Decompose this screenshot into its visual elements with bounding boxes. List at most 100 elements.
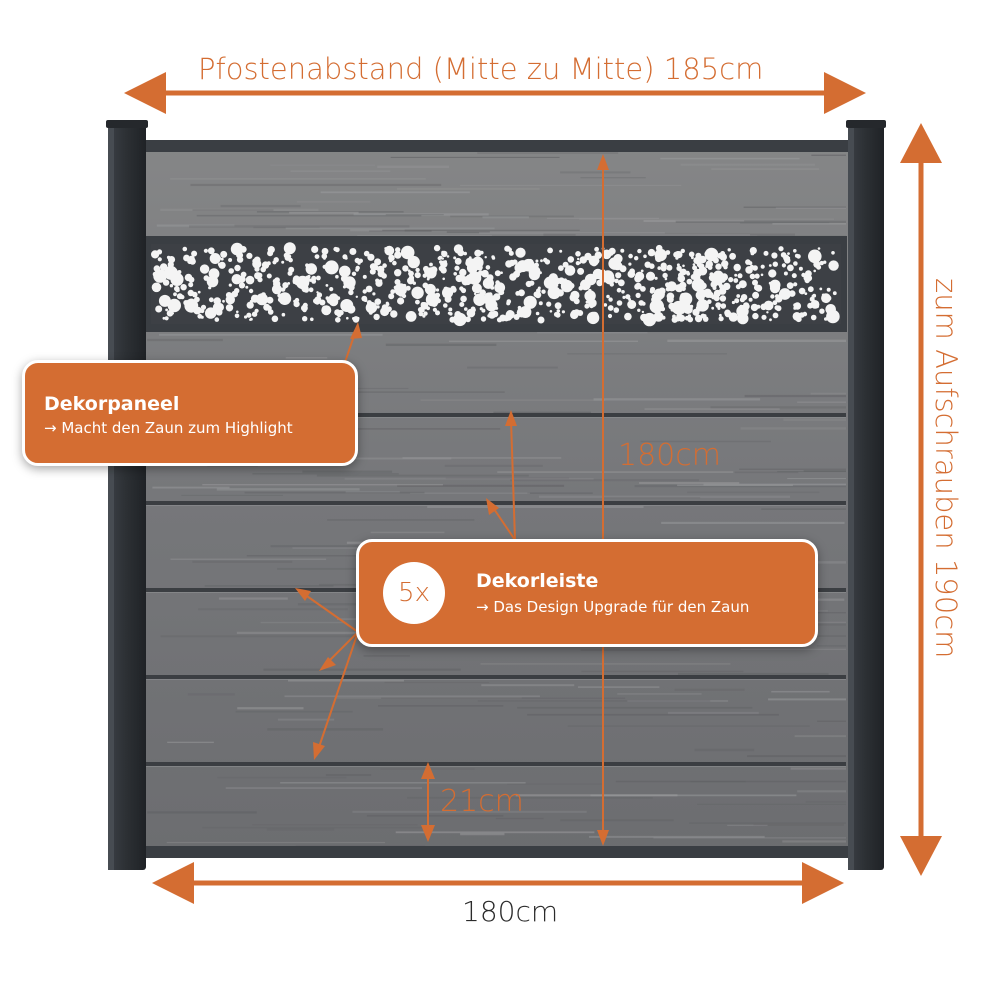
grain-line (478, 232, 665, 234)
grain-line (661, 521, 845, 524)
bottom-width-arrow-right (802, 862, 844, 904)
grain-line (772, 223, 846, 225)
pattern-dot (793, 303, 797, 307)
pattern-dot (720, 303, 727, 309)
pattern-dot (246, 301, 254, 309)
pattern-dot (246, 312, 252, 318)
grain-line (677, 484, 793, 487)
grain-line (560, 171, 631, 174)
grain-line (196, 214, 422, 217)
pattern-dot (388, 293, 395, 300)
pattern-dot (166, 255, 171, 260)
pattern-dot (739, 304, 743, 309)
grain-line (289, 211, 359, 214)
pattern-dot (647, 248, 656, 257)
grain-line (270, 164, 376, 166)
grain-line (782, 840, 846, 843)
pattern-dot (385, 301, 389, 305)
pattern-dot (197, 313, 203, 319)
pattern-dot (287, 282, 291, 285)
pattern-dot (704, 247, 719, 262)
pattern-dot (277, 297, 282, 302)
pattern-dot (723, 265, 728, 270)
grain-line (244, 491, 425, 494)
pattern-dot (733, 263, 741, 272)
pattern-dot (627, 300, 637, 309)
pattern-dot (613, 307, 620, 313)
pattern-dot (361, 295, 368, 302)
grain-line (189, 225, 410, 228)
pattern-dot (546, 301, 552, 307)
grain-line (218, 597, 288, 600)
grain-line (634, 485, 846, 488)
grain-line (593, 398, 761, 401)
pattern-dot (292, 275, 300, 283)
board-groove-highlight (146, 505, 846, 506)
grain-line (777, 471, 846, 473)
pattern-dot (715, 302, 722, 308)
grain-line (225, 787, 423, 789)
pattern-dot (748, 297, 753, 302)
pattern-dot (390, 289, 396, 295)
pattern-dot (197, 290, 201, 294)
board-height-label: 21cm (440, 784, 524, 819)
pattern-dot (575, 251, 581, 257)
grain-line (220, 204, 301, 208)
pattern-dot (225, 304, 234, 312)
pattern-dot (274, 257, 279, 261)
pattern-dot (336, 296, 341, 300)
pattern-dot (266, 296, 274, 304)
pattern-dot (407, 269, 411, 273)
pattern-dot (658, 248, 664, 254)
pattern-dot (438, 255, 443, 260)
pattern-dot (414, 272, 421, 279)
grain-line (187, 693, 235, 696)
grain-line (252, 824, 418, 826)
grain-line (507, 783, 602, 785)
bottom-width-label: 180cm (462, 895, 559, 928)
pattern-dot (768, 269, 777, 278)
pattern-dot (346, 304, 356, 314)
pattern-dot (369, 263, 377, 271)
pattern-dot (222, 299, 225, 303)
pattern-dot (495, 280, 500, 285)
grain-line (353, 213, 489, 216)
grain-line (739, 468, 846, 470)
left-post-edge (108, 122, 114, 870)
pattern-dot (690, 304, 694, 308)
pattern-dot (812, 293, 817, 298)
pattern-dot (534, 262, 539, 268)
grain-line (537, 332, 648, 334)
pattern-dot (420, 302, 429, 310)
pattern-dot (749, 273, 756, 280)
pattern-dot (634, 256, 639, 261)
pattern-dot (504, 245, 511, 252)
grain-line (771, 690, 830, 693)
pattern-dot (205, 307, 217, 319)
pattern-dot (695, 305, 703, 312)
pattern-dot (266, 261, 271, 266)
pattern-dot (229, 297, 234, 302)
grain-line (734, 471, 799, 474)
pattern-dot (831, 251, 835, 255)
grain-line (805, 800, 846, 803)
pattern-dot (232, 292, 236, 296)
pattern-dot (624, 312, 632, 321)
pattern-dot (435, 310, 440, 316)
pattern-dot (375, 279, 383, 287)
pattern-dot (442, 287, 453, 299)
grain-line (675, 220, 846, 223)
grain-line (252, 473, 399, 475)
pattern-dot (422, 314, 426, 318)
pattern-dot (752, 312, 759, 320)
pattern-dot (467, 271, 482, 285)
pattern-dot (433, 244, 441, 252)
grain-line (152, 486, 230, 489)
grain-line (284, 695, 540, 698)
decor-strip-pointer-4-head (319, 657, 336, 671)
pattern-dot (365, 301, 378, 314)
grain-line (396, 187, 540, 190)
pattern-dot (577, 267, 585, 275)
pattern-dot (512, 259, 518, 265)
